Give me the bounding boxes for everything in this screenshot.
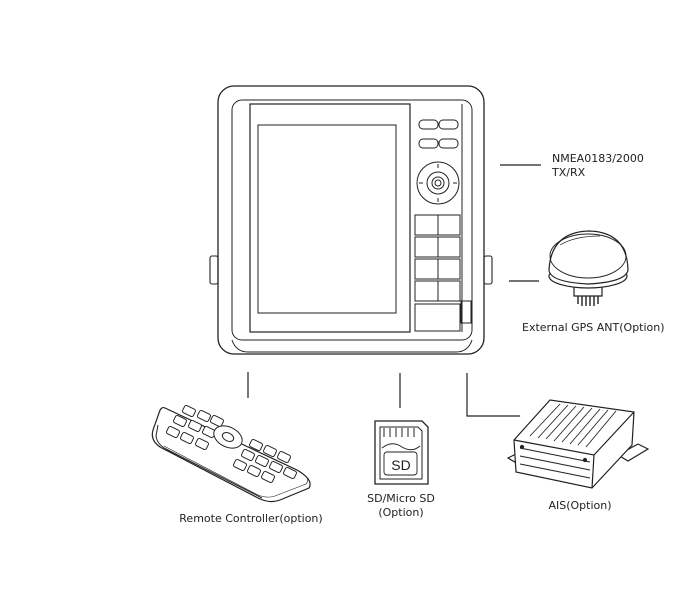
ais-box-icon [506, 399, 650, 489]
nmea-label-line2: TX/RX [552, 166, 586, 179]
remote-label: Remote Controller(option) [179, 512, 323, 525]
sd-card-icon: SD [374, 420, 429, 485]
connection-lines [247, 164, 541, 417]
nmea-label-line1: NMEA0183/2000 [552, 152, 644, 165]
ais-connector-line [466, 373, 520, 417]
gps-antenna-icon [548, 230, 629, 306]
sd-label: SD/Micro SD (Option) [350, 492, 452, 520]
remote-controller-icon [151, 404, 311, 503]
sd-label-line1: SD/Micro SD [367, 492, 435, 505]
sd-card-text: SD [391, 457, 410, 473]
gps-label: External GPS ANT(Option) [522, 321, 665, 334]
ais-label: AIS(Option) [548, 499, 612, 512]
display-buttons [414, 119, 472, 332]
display-unit [209, 85, 493, 355]
sd-label-line2: (Option) [378, 506, 424, 519]
nmea-label: NMEA0183/2000 TX/RX [552, 152, 644, 180]
